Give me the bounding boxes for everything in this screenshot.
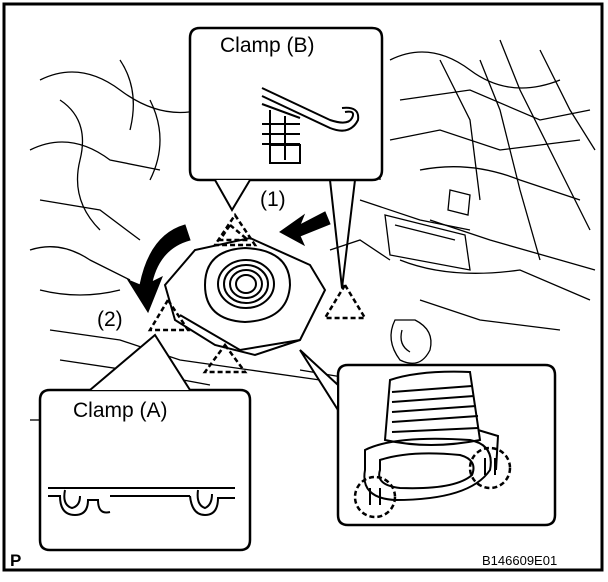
callout-duct-closeup (299, 349, 557, 527)
corner-mark: P (10, 551, 22, 570)
callout-clamp-b (188, 26, 384, 289)
figure-code: B146609E01 (482, 553, 558, 568)
intake-duct (163, 236, 327, 357)
straight-arrow-icon (279, 211, 331, 247)
clamp-b-label: Clamp (B) (220, 34, 315, 57)
step-1-label: (1) (260, 188, 286, 211)
clamp-markers (147, 212, 368, 374)
clamp-a-label: Clamp (A) (73, 399, 168, 422)
callout-clamp-a (38, 333, 252, 552)
curved-arrow-icon (126, 224, 191, 314)
step-2-label: (2) (97, 308, 123, 331)
